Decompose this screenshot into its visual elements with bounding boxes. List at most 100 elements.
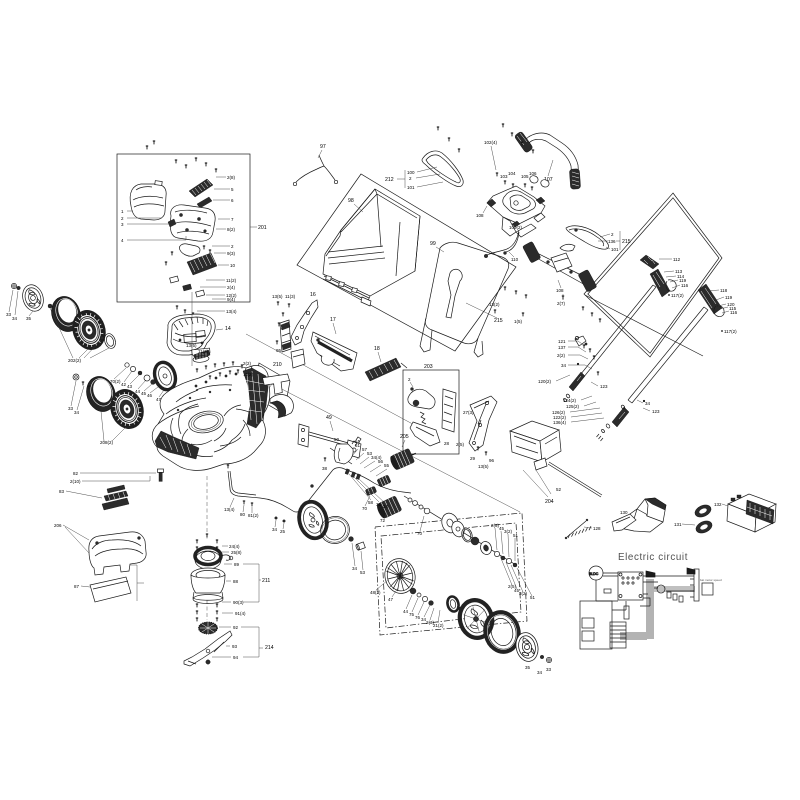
svg-text:119: 119: [679, 278, 687, 283]
svg-text:7: 7: [231, 217, 234, 222]
svg-text:2(5): 2(5): [456, 442, 465, 447]
svg-text:131: 131: [674, 522, 682, 527]
svg-text:72: 72: [380, 518, 386, 523]
svg-text:128: 128: [593, 526, 601, 531]
svg-text:35: 35: [525, 665, 531, 670]
svg-text:33: 33: [6, 312, 12, 317]
svg-text:56: 56: [378, 459, 384, 464]
svg-text:1(5): 1(5): [514, 319, 523, 324]
svg-text:16: 16: [310, 292, 316, 298]
svg-text:214: 214: [265, 645, 274, 651]
svg-text:21(2): 21(2): [433, 623, 444, 628]
svg-text:11(3): 11(3): [198, 349, 209, 354]
svg-text:42: 42: [121, 382, 127, 387]
svg-text:206: 206: [54, 523, 62, 528]
svg-text:34: 34: [537, 670, 543, 675]
svg-text:2(8): 2(8): [227, 175, 236, 180]
svg-text:58: 58: [368, 500, 374, 505]
svg-text:9(3): 9(3): [227, 251, 236, 256]
svg-text:121: 121: [558, 339, 566, 344]
svg-text:34: 34: [74, 410, 80, 415]
svg-text:201: 201: [258, 225, 267, 231]
svg-text:136: 136: [608, 239, 616, 244]
svg-text:215: 215: [494, 318, 503, 324]
svg-text:bat motor speed: bat motor speed: [700, 578, 722, 582]
svg-text:108: 108: [556, 288, 564, 293]
svg-text:105: 105: [521, 174, 529, 179]
svg-text:112: 112: [673, 257, 681, 262]
svg-text:100: 100: [407, 170, 415, 175]
svg-text:44: 44: [403, 609, 409, 614]
svg-text:202(2): 202(2): [68, 358, 82, 363]
svg-text:210: 210: [273, 362, 282, 368]
svg-text:10: 10: [230, 263, 236, 268]
svg-text:47: 47: [156, 397, 162, 402]
svg-text:13(2): 13(2): [489, 302, 500, 307]
svg-text:51: 51: [355, 443, 361, 448]
svg-text:24: 24: [383, 504, 389, 509]
svg-text:108: 108: [476, 213, 484, 218]
svg-text:34: 34: [272, 527, 278, 532]
svg-text:2(10): 2(10): [70, 479, 81, 484]
svg-text:137: 137: [558, 345, 566, 350]
svg-text:115: 115: [729, 306, 737, 311]
svg-text:70: 70: [362, 506, 368, 511]
svg-text:109(2): 109(2): [509, 225, 523, 230]
svg-text:83: 83: [59, 489, 65, 494]
svg-text:18: 18: [374, 346, 380, 352]
svg-text:14: 14: [225, 326, 231, 332]
svg-text:2(2): 2(2): [557, 353, 566, 358]
svg-text:2(5): 2(5): [508, 584, 517, 589]
svg-text:11(2): 11(2): [226, 278, 237, 283]
svg-text:35: 35: [376, 502, 382, 507]
svg-text:126(2): 126(2): [552, 410, 566, 415]
svg-text:44: 44: [135, 389, 141, 394]
svg-text:130: 130: [620, 510, 628, 515]
svg-text:13(5): 13(5): [186, 343, 197, 348]
svg-text:96: 96: [489, 458, 495, 463]
svg-text:43: 43: [127, 384, 133, 389]
svg-text:3: 3: [121, 222, 124, 227]
svg-text:5: 5: [231, 187, 234, 192]
svg-text:92: 92: [233, 625, 239, 630]
svg-text:122(2): 122(2): [553, 415, 567, 420]
svg-text:75: 75: [409, 612, 415, 617]
svg-text:117(2): 117(2): [724, 329, 737, 334]
svg-text:8(2): 8(2): [227, 227, 236, 232]
svg-text:34: 34: [12, 316, 18, 321]
svg-text:117(2): 117(2): [671, 293, 684, 298]
svg-text:BLDC: BLDC: [589, 572, 599, 576]
svg-text:116: 116: [730, 310, 738, 315]
svg-text:28: 28: [444, 441, 450, 446]
svg-text:12(2): 12(2): [226, 293, 237, 298]
svg-text:76: 76: [415, 615, 421, 620]
svg-text:82: 82: [73, 471, 79, 476]
svg-text:45: 45: [514, 588, 520, 593]
svg-text:34: 34: [421, 617, 427, 622]
svg-text:51: 51: [355, 439, 361, 444]
svg-text:136(4): 136(4): [553, 420, 567, 425]
svg-text:110: 110: [511, 257, 519, 262]
svg-text:53: 53: [360, 570, 366, 575]
svg-text:132: 132: [714, 502, 722, 507]
svg-text:38: 38: [322, 466, 328, 471]
svg-text:90(3): 90(3): [233, 600, 244, 605]
svg-text:204: 204: [545, 499, 554, 505]
svg-text:29: 29: [470, 456, 476, 461]
svg-text:34(4): 34(4): [371, 455, 382, 460]
svg-text:97: 97: [320, 144, 326, 150]
svg-text:47: 47: [388, 597, 394, 602]
svg-text:93: 93: [232, 644, 238, 649]
svg-text:34: 34: [645, 401, 651, 406]
svg-text:13(5): 13(5): [478, 464, 489, 469]
svg-text:2: 2: [409, 176, 412, 181]
svg-text:13(4): 13(4): [224, 507, 235, 512]
svg-text:89: 89: [234, 562, 240, 567]
svg-text:3(2): 3(2): [504, 529, 513, 534]
svg-text:101: 101: [611, 247, 619, 252]
svg-text:24(4): 24(4): [229, 544, 240, 549]
svg-text:120: 120: [727, 302, 735, 307]
svg-text:52: 52: [556, 487, 562, 492]
svg-text:17: 17: [330, 317, 336, 323]
svg-text:119: 119: [725, 295, 733, 300]
